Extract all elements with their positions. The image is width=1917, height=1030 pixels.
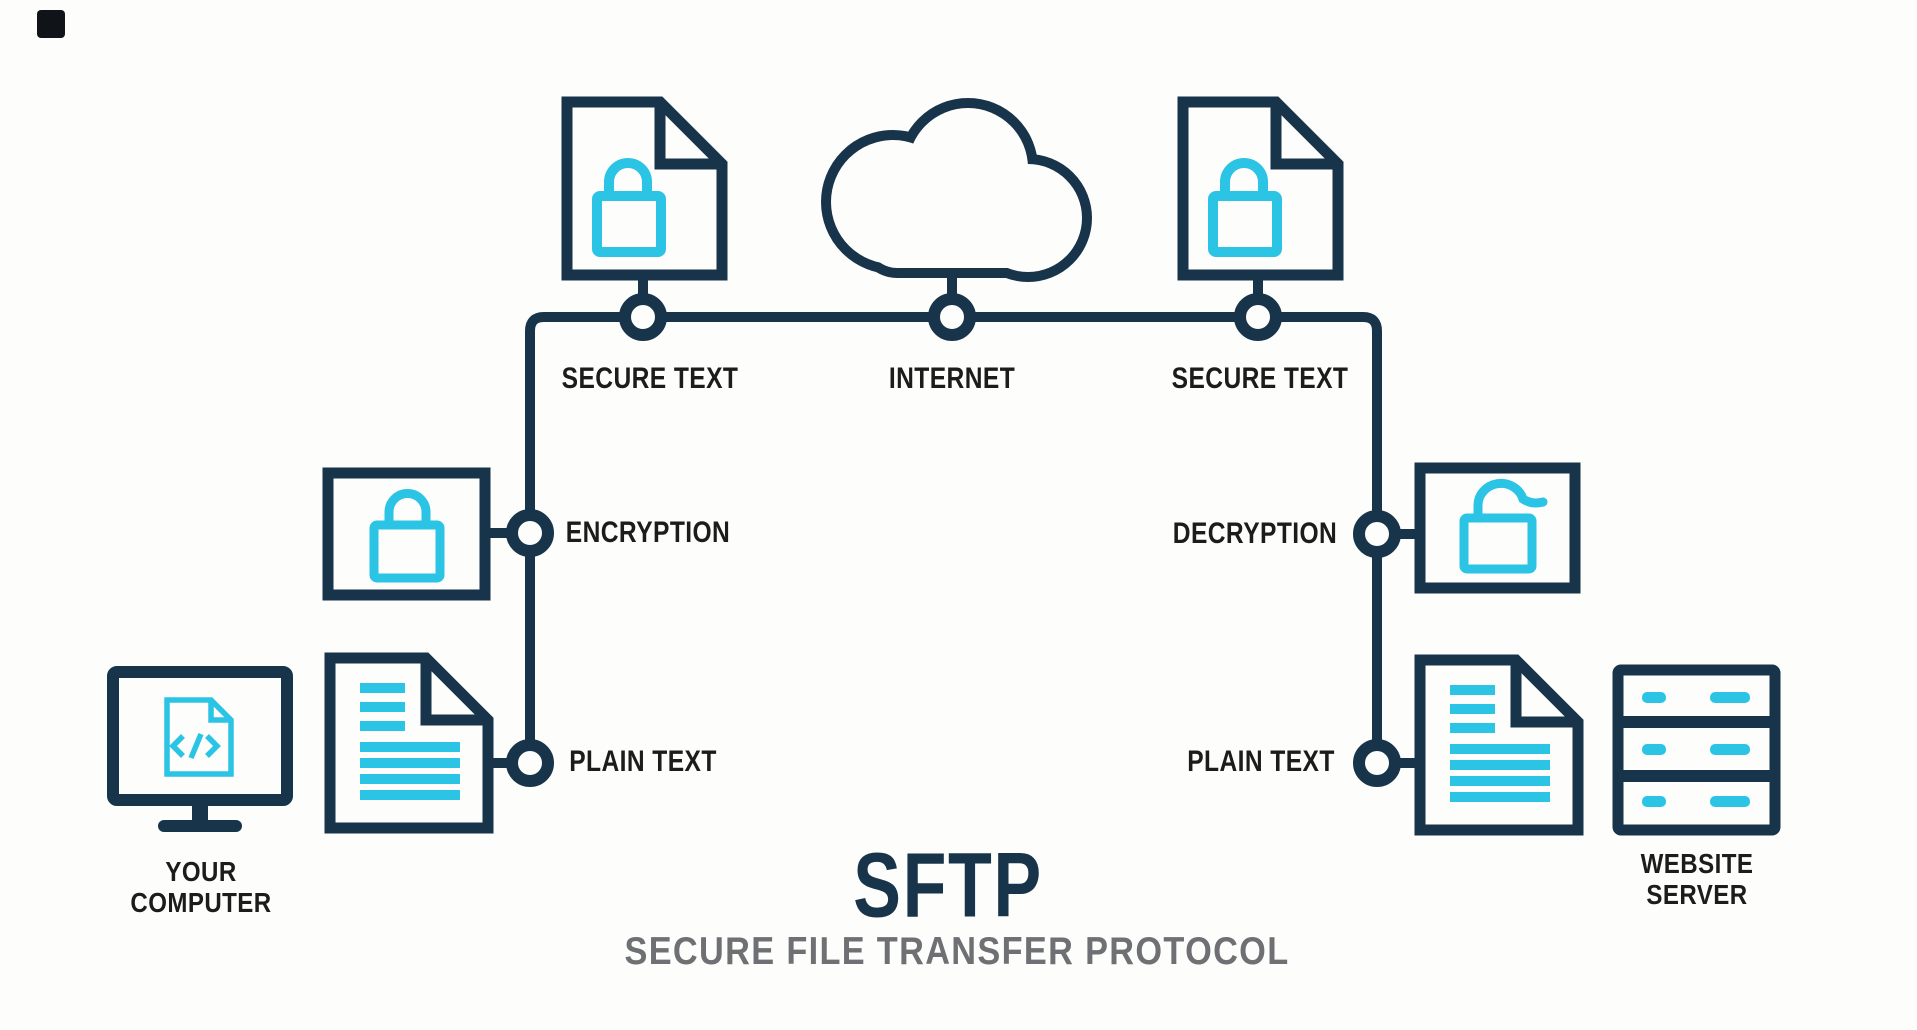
- label-your-computer-line2: COMPUTER: [130, 887, 272, 918]
- label-internet: INTERNET: [888, 362, 1016, 395]
- text-lines: [1450, 685, 1550, 802]
- connector-nodes: [506, 293, 1401, 787]
- label-website-server-line1: WEBSITE: [1640, 848, 1754, 879]
- label-secure-text-right: SECURE TEXT: [1171, 362, 1349, 395]
- encryption-padlock-icon: [322, 467, 491, 601]
- plain-text-document-icon-right: [1414, 654, 1584, 836]
- cloud-icon: [821, 98, 1092, 282]
- plain-text-document-icon-left: [324, 652, 494, 834]
- label-your-computer-line1: YOUR: [165, 856, 237, 887]
- corner-mark: [37, 10, 65, 38]
- decryption-open-padlock-icon: [1414, 462, 1581, 594]
- page-subtitle: SECURE FILE TRANSFER PROTOCOL: [624, 930, 1290, 973]
- text-lines: [360, 683, 460, 800]
- label-website-server-line2: SERVER: [1646, 879, 1748, 910]
- code-file-icon: [164, 697, 234, 777]
- server-led-lights: [1642, 692, 1750, 807]
- label-plain-text-right: PLAIN TEXT: [1187, 745, 1335, 778]
- secure-document-icon-left: [561, 96, 728, 281]
- label-decryption: DECRYPTION: [1172, 517, 1338, 550]
- label-your-computer: YOUR COMPUTER: [130, 856, 271, 918]
- label-website-server: WEBSITE SERVER: [1641, 848, 1754, 910]
- label-secure-text-left: SECURE TEXT: [561, 362, 739, 395]
- label-encryption: ENCRYPTION: [565, 516, 731, 549]
- server-rack-icon: [1612, 664, 1781, 836]
- label-plain-text-left: PLAIN TEXT: [569, 745, 717, 778]
- computer-monitor-icon: [107, 666, 293, 832]
- page-title: SFTP: [853, 834, 1043, 937]
- secure-document-icon-right: [1177, 96, 1344, 281]
